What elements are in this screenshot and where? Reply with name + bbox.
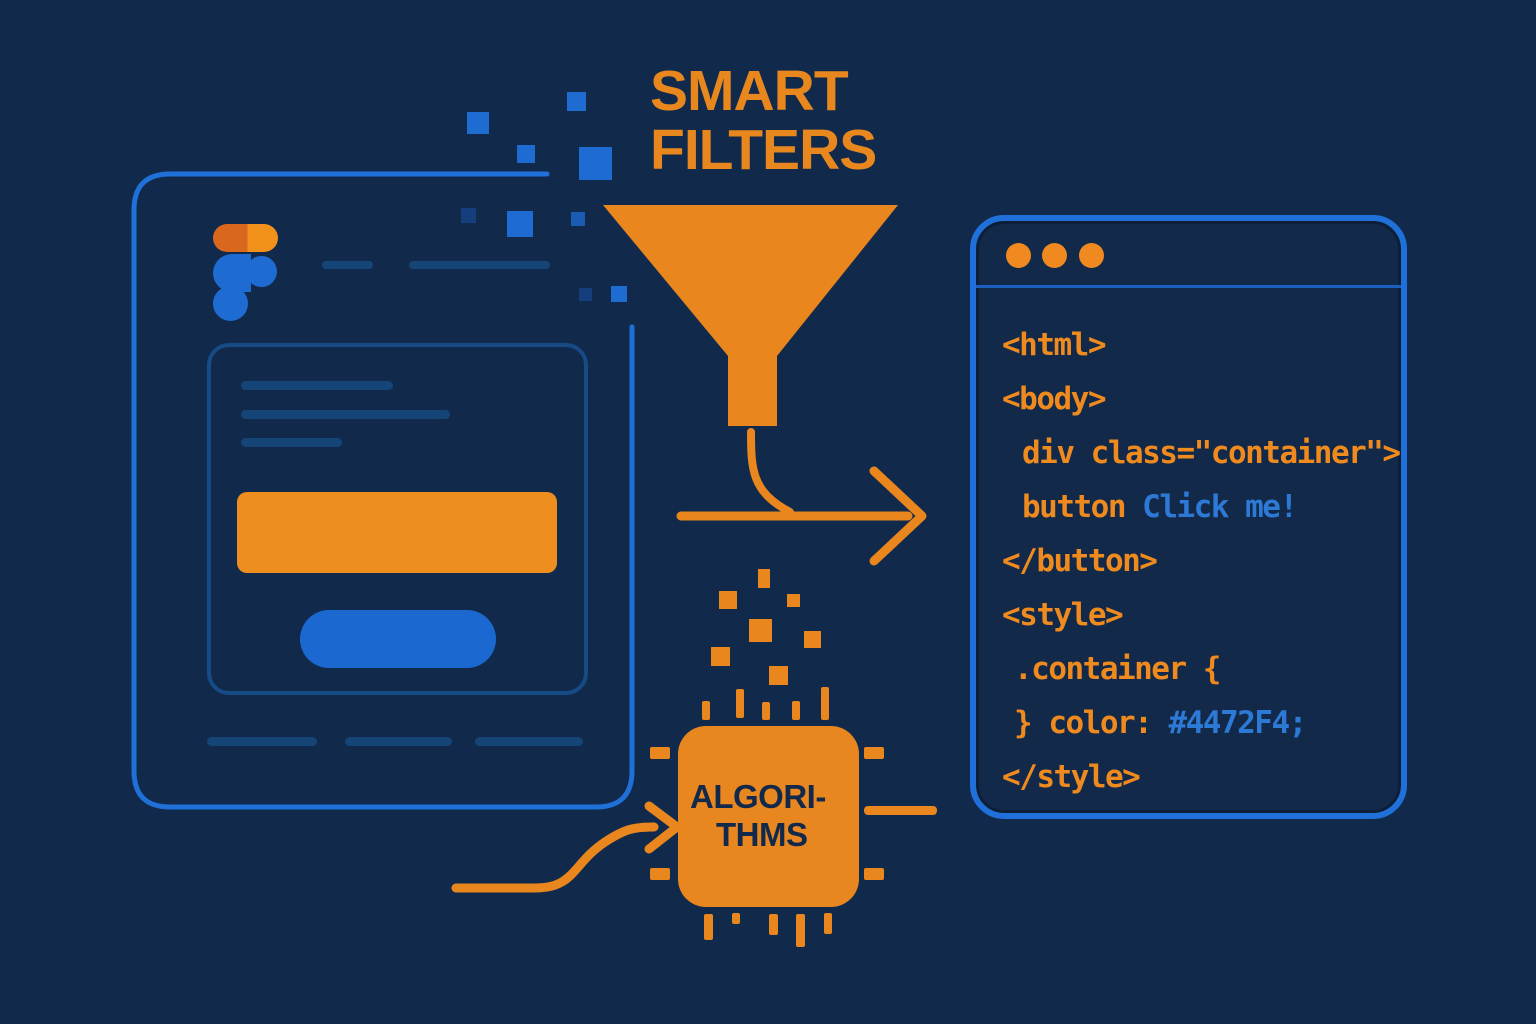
pill-button-shape[interactable]: [300, 610, 496, 668]
pixel-square: [507, 211, 533, 237]
orange-pixel: [787, 594, 800, 607]
skeleton-line: [409, 261, 550, 269]
orange-pixel: [711, 647, 730, 666]
code-window-titlebar: [976, 221, 1401, 288]
chip-pin-left: [650, 747, 670, 759]
window-control-dot[interactable]: [1042, 243, 1067, 268]
chip-pin-bottom: [769, 914, 778, 935]
figma-logo-bottom-circle: [213, 286, 248, 321]
skeleton-line: [241, 381, 393, 390]
skeleton-dash: [475, 737, 583, 746]
chip-pin-right: [864, 747, 884, 759]
pixel-square: [579, 288, 592, 301]
chip-output-line: [864, 806, 937, 815]
chip-pin-bottom: [824, 913, 832, 934]
figma-logo-mid-right-circle: [246, 256, 277, 287]
code-token: </style>: [1002, 759, 1141, 795]
orange-pixel: [769, 666, 788, 685]
chip-pin-bottom: [732, 913, 740, 924]
chip-pin-bottom: [796, 914, 805, 947]
pixel-square: [611, 286, 627, 302]
chip-pin-top: [792, 701, 800, 720]
chip-label-line-1: ALGORI-: [690, 778, 826, 815]
chip-pin-top: [702, 701, 710, 720]
curve-arrow-icon: [747, 428, 794, 516]
chip-input-arrow-head: [644, 801, 682, 854]
figma-logo-top-pill: [213, 224, 278, 252]
code-token: <style>: [1002, 597, 1124, 633]
orange-pixel: [719, 591, 737, 609]
orange-pixel: [758, 569, 770, 588]
chip-pin-top: [762, 702, 770, 720]
code-token: Click me!: [1142, 489, 1298, 525]
code-token: <html>: [1002, 327, 1106, 363]
code-line: <style>: [1002, 588, 1401, 642]
pixel-square: [567, 92, 586, 111]
cta-button-shape[interactable]: [237, 492, 557, 573]
window-control-dot[interactable]: [1006, 243, 1031, 268]
skeleton-line: [241, 438, 342, 447]
code-line: </button>: [1002, 534, 1401, 588]
code-window: <html> <body> div class="container"> button…: [970, 215, 1407, 819]
code-line: </style>: [1002, 750, 1401, 804]
code-token: </button>: [1002, 543, 1158, 579]
pixel-square: [517, 145, 535, 163]
figma-logo-mid-left: [213, 254, 251, 292]
code-line: .container {: [1002, 642, 1401, 696]
code-token: div class="container">: [1022, 435, 1401, 471]
window-control-dot[interactable]: [1079, 243, 1104, 268]
code-token: <body>: [1002, 381, 1106, 417]
pixel-square: [467, 112, 489, 134]
code-line: div class="container">: [1002, 426, 1401, 480]
chip-pin-left: [650, 868, 670, 880]
code-token: button: [1022, 489, 1143, 525]
code-line: <html>: [1002, 318, 1401, 372]
chip-pin-top: [736, 689, 744, 718]
chip-icon: [678, 726, 859, 907]
code-token: #4472F4;: [1168, 705, 1307, 741]
orange-pixel: [749, 619, 772, 642]
pixel-square: [579, 147, 612, 180]
code-line: } color: #4472F4;: [1002, 696, 1401, 750]
chip-input-curve: [451, 822, 659, 893]
skeleton-line: [241, 410, 450, 419]
chip-label: ALGORI- THMS: [678, 778, 859, 854]
funnel-icon: [603, 205, 898, 426]
pixel-square: [571, 212, 585, 226]
orange-pixel: [804, 631, 821, 648]
skeleton-dash: [207, 737, 317, 746]
content-card: [207, 343, 588, 695]
headline: SMART FILTERS: [650, 59, 877, 182]
chip-pin-top: [821, 687, 829, 720]
skeleton-line: [322, 261, 373, 269]
code-token: } color:: [1014, 705, 1169, 741]
code-line: <body>: [1002, 372, 1401, 426]
pixel-square: [461, 208, 476, 223]
skeleton-dash: [345, 737, 452, 746]
code-token: .container {: [1014, 651, 1221, 687]
code-lines: <html> <body> div class="container"> button…: [976, 288, 1401, 804]
headline-line-2: FILTERS: [650, 118, 877, 182]
code-line: button Click me!: [1002, 480, 1401, 534]
chip-pin-right: [864, 868, 884, 880]
chip-pin-bottom: [704, 914, 713, 940]
chip-label-line-2: THMS: [716, 816, 808, 853]
headline-line-1: SMART: [650, 59, 849, 123]
arrow-right-head: [869, 466, 927, 566]
